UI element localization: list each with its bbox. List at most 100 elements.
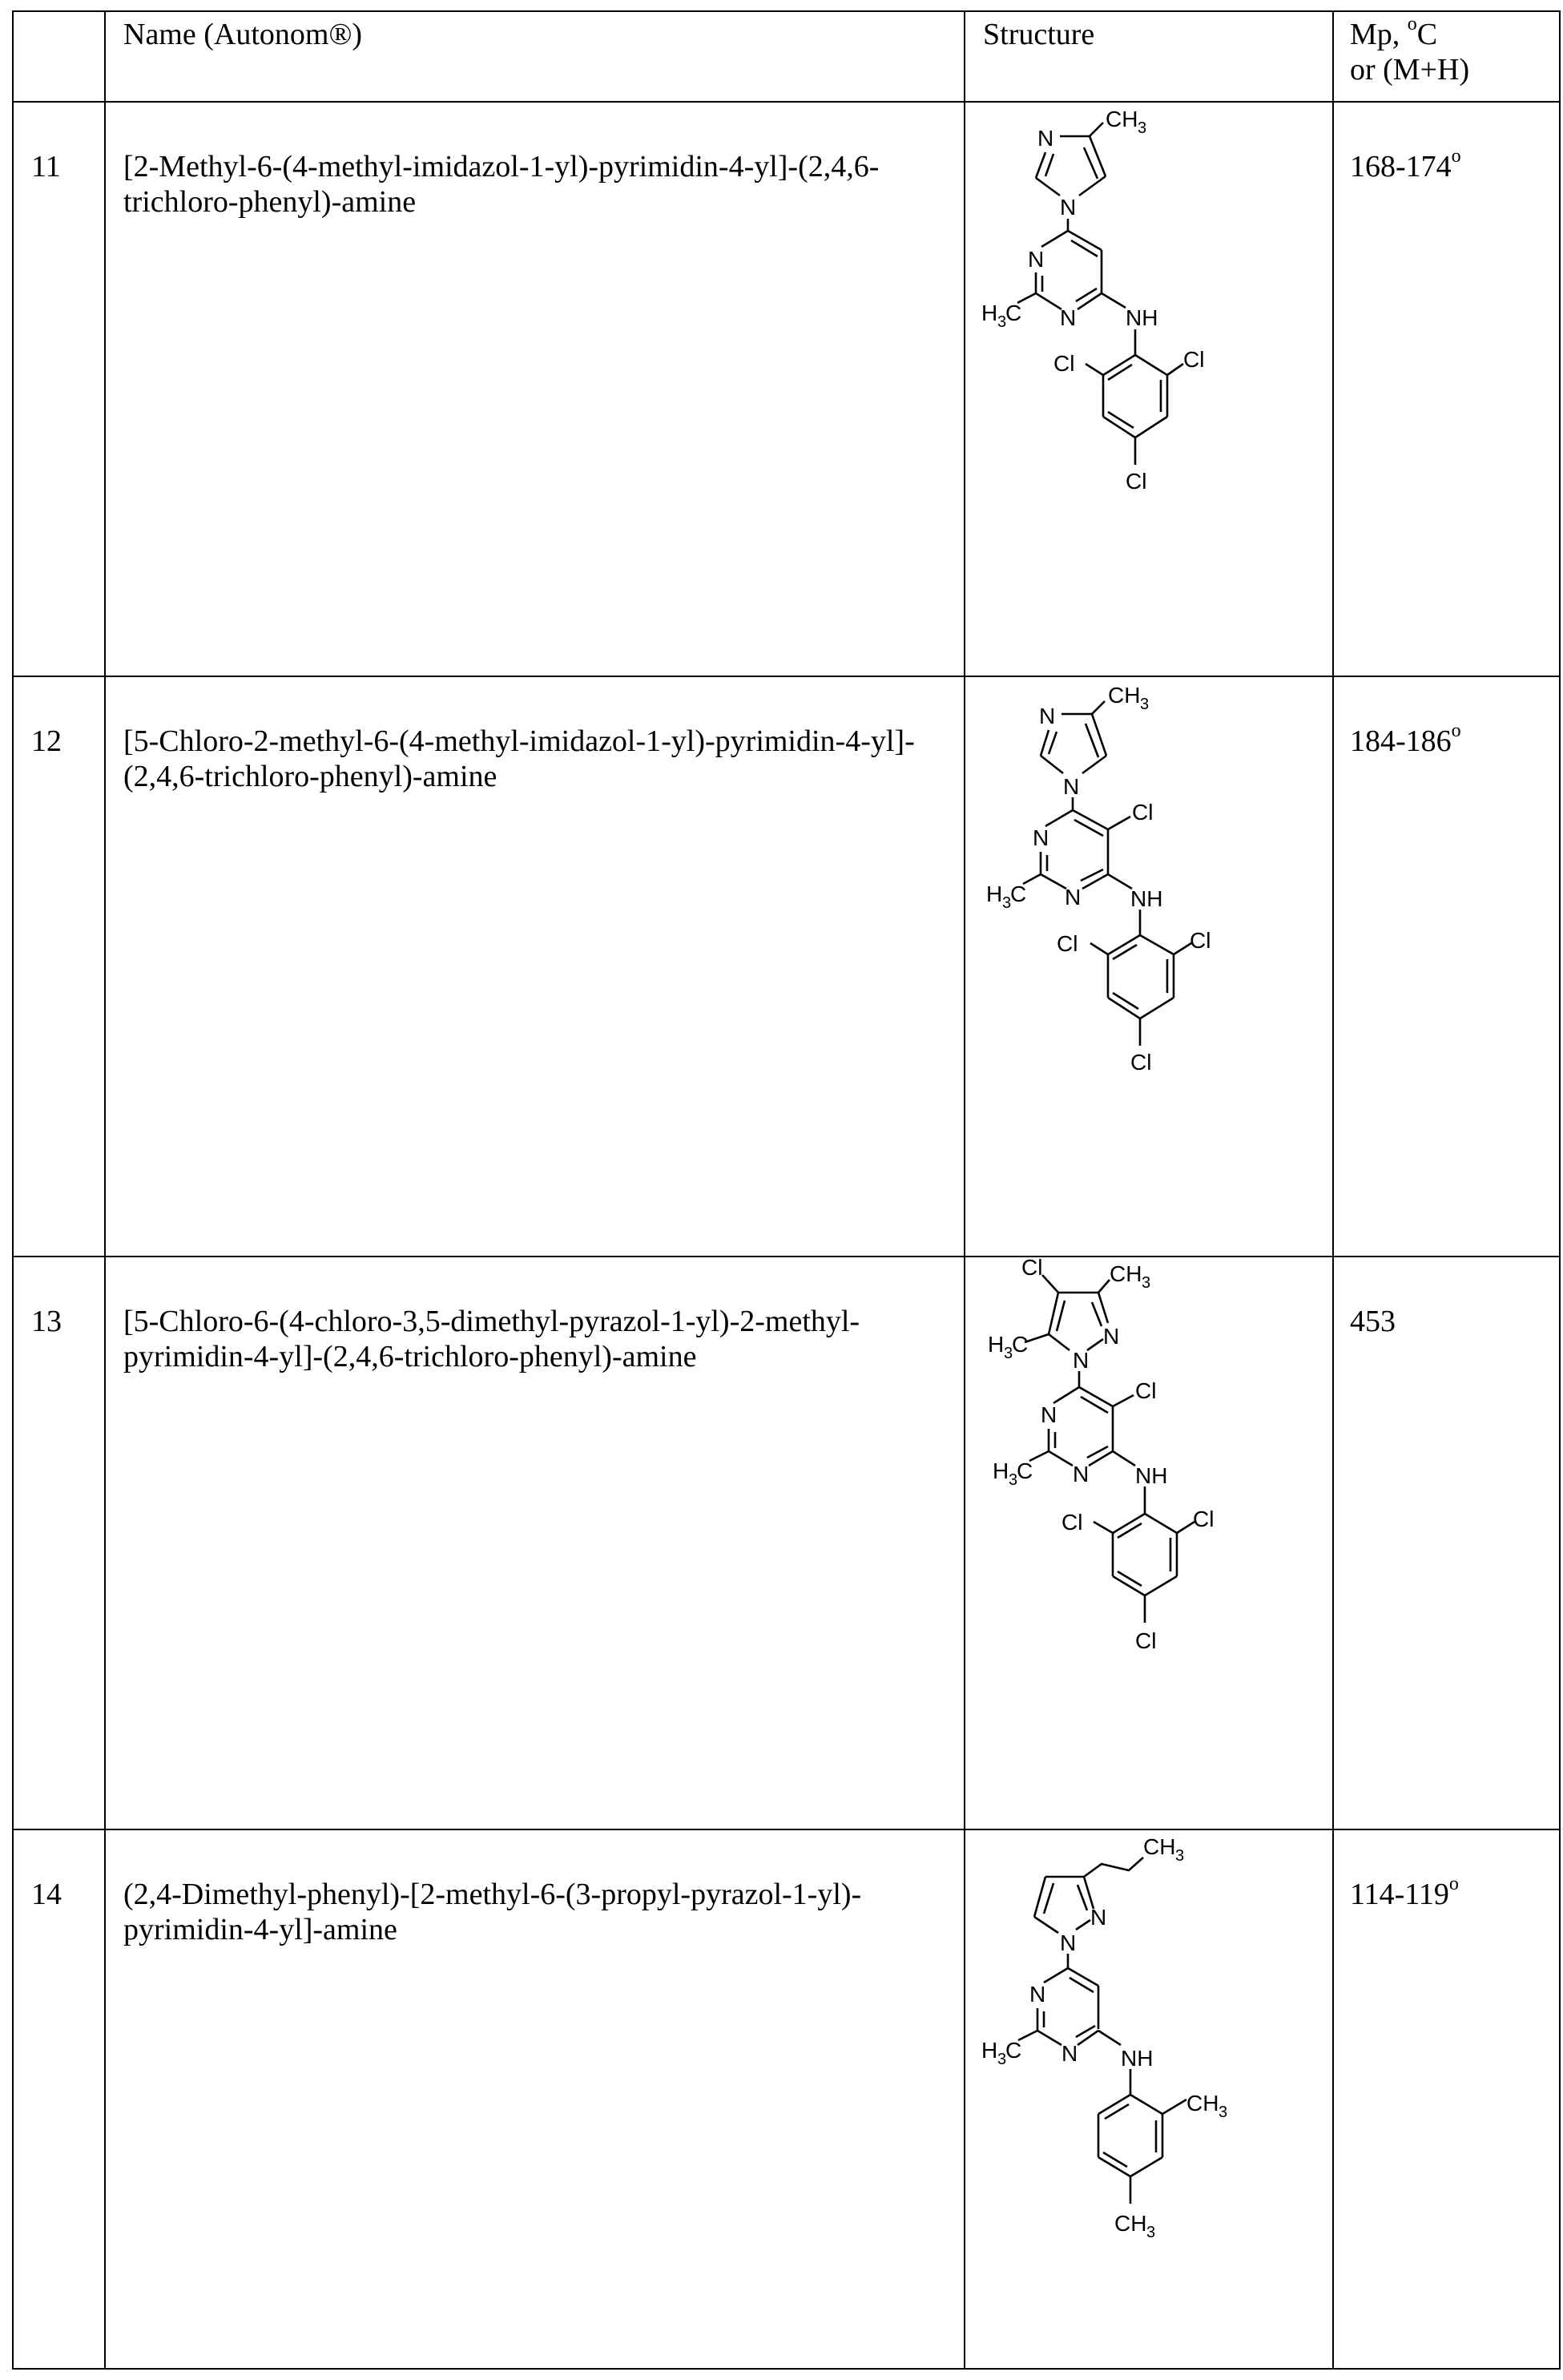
svg-text:Cl: Cl xyxy=(1193,1507,1214,1531)
svg-text:NH: NH xyxy=(1121,2046,1153,2071)
svg-text:C: C xyxy=(1005,2038,1021,2063)
header-number xyxy=(12,10,106,103)
svg-text:Cl: Cl xyxy=(1135,1378,1156,1403)
svg-text:3: 3 xyxy=(997,2051,1006,2068)
header-mp-unit: C xyxy=(1416,18,1438,51)
svg-text:H: H xyxy=(993,1458,1009,1483)
svg-text:Cl: Cl xyxy=(1135,1628,1156,1653)
svg-text:N: N xyxy=(1065,885,1081,910)
cell-name: (2,4-Dimethyl-phenyl)-[2-methyl-6-(3-pro… xyxy=(104,1829,965,2370)
svg-text:CH: CH xyxy=(1143,1834,1175,1859)
svg-text:Cl: Cl xyxy=(1130,1050,1151,1075)
mp-value: 168-174 xyxy=(1350,150,1452,184)
svg-text:3: 3 xyxy=(1219,2104,1227,2121)
svg-text:N: N xyxy=(1063,774,1079,799)
svg-text:N: N xyxy=(1033,825,1049,850)
svg-text:N: N xyxy=(1060,195,1076,220)
svg-text:Cl: Cl xyxy=(1126,469,1146,494)
table-header-row: Name (Autonom®) Structure Mp, oC or (M+H… xyxy=(12,10,1561,103)
svg-text:C: C xyxy=(1005,301,1021,325)
svg-text:N: N xyxy=(1028,247,1044,272)
svg-text:N: N xyxy=(1029,1982,1045,2007)
compound-table: Name (Autonom®) Structure Mp, oC or (M+H… xyxy=(12,10,1561,2370)
svg-text:H: H xyxy=(988,1332,1004,1357)
svg-text:NH: NH xyxy=(1135,1463,1167,1488)
svg-text:NH: NH xyxy=(1126,305,1158,330)
svg-text:Cl: Cl xyxy=(1061,1510,1082,1535)
header-structure: Structure xyxy=(964,10,1334,103)
mp-value: 114-119 xyxy=(1350,1878,1449,1911)
cell-mp: 184-186o xyxy=(1332,676,1561,1257)
cell-number: 11 xyxy=(12,101,106,677)
cell-number: 14 xyxy=(12,1829,106,2370)
cell-name: [2-Methyl-6-(4-methyl-imidazol-1-yl)-pyr… xyxy=(104,101,965,677)
table-row: 11 [2-Methyl-6-(4-methyl-imidazol-1-yl)-… xyxy=(12,101,1561,677)
svg-text:H: H xyxy=(981,301,997,325)
svg-text:CH: CH xyxy=(1108,683,1140,708)
svg-text:Cl: Cl xyxy=(1132,800,1153,825)
svg-text:Cl: Cl xyxy=(1021,1257,1042,1280)
svg-text:3: 3 xyxy=(1138,119,1146,137)
svg-text:Cl: Cl xyxy=(1190,928,1211,953)
svg-text:N: N xyxy=(1061,2041,1078,2066)
cell-mp: 168-174o xyxy=(1332,101,1561,677)
svg-text:CH: CH xyxy=(1110,1261,1142,1286)
svg-text:3: 3 xyxy=(1142,1274,1150,1292)
svg-text:C: C xyxy=(1017,1458,1033,1483)
svg-text:N: N xyxy=(1073,1348,1089,1373)
svg-text:CH: CH xyxy=(1114,2211,1146,2236)
degree-symbol: o xyxy=(1448,1874,1459,1895)
svg-text:Cl: Cl xyxy=(1057,931,1078,956)
svg-text:C: C xyxy=(1012,1332,1028,1357)
cell-number: 13 xyxy=(12,1256,106,1830)
svg-text:CH: CH xyxy=(1106,107,1138,131)
degree-symbol: o xyxy=(1407,14,1417,35)
svg-text:H: H xyxy=(981,2038,997,2063)
svg-text:3: 3 xyxy=(1009,1471,1017,1489)
table-row: 12 [5-Chloro-2-methyl-6-(4-methyl-imidaz… xyxy=(12,676,1561,1257)
svg-text:3: 3 xyxy=(1004,1345,1013,1362)
svg-text:C: C xyxy=(1010,881,1026,906)
svg-text:3: 3 xyxy=(1175,1847,1184,1865)
svg-text:Cl: Cl xyxy=(1053,351,1074,376)
mp-value: 184-186 xyxy=(1350,724,1452,758)
cell-number: 12 xyxy=(12,676,106,1257)
mp-value: 453 xyxy=(1350,1305,1396,1338)
svg-text:NH: NH xyxy=(1130,886,1162,911)
svg-text:3: 3 xyxy=(997,313,1006,331)
svg-text:3: 3 xyxy=(1002,894,1011,912)
degree-symbol: o xyxy=(1451,720,1461,742)
table-row: 14 (2,4-Dimethyl-phenyl)-[2-methyl-6-(3-… xyxy=(12,1829,1561,2370)
cell-mp: 114-119o xyxy=(1332,1829,1561,2370)
table-row: 13 [5-Chloro-6-(4-chloro-3,5-dimethyl-py… xyxy=(12,1256,1561,1830)
svg-text:H: H xyxy=(986,881,1002,906)
degree-symbol: o xyxy=(1451,146,1461,167)
svg-text:N: N xyxy=(1037,126,1053,151)
svg-text:3: 3 xyxy=(1140,696,1149,713)
svg-text:CH: CH xyxy=(1186,2091,1219,2116)
svg-text:N: N xyxy=(1090,1905,1106,1930)
header-name: Name (Autonom®) xyxy=(104,10,965,103)
header-mp-line2: or (M+H) xyxy=(1350,53,1470,87)
header-structure-label: Structure xyxy=(983,18,1095,51)
cell-name: [5-Chloro-6-(4-chloro-3,5-dimethyl-pyraz… xyxy=(104,1256,965,1830)
svg-text:N: N xyxy=(1073,1462,1089,1486)
svg-text:N: N xyxy=(1060,1930,1076,1955)
header-mp: Mp, oC or (M+H) xyxy=(1332,10,1561,103)
cell-name: [5-Chloro-2-methyl-6-(4-methyl-imidazol-… xyxy=(104,676,965,1257)
header-mp-prefix: Mp, xyxy=(1350,18,1408,51)
header-name-label: Name (Autonom®) xyxy=(123,18,362,51)
svg-text:N: N xyxy=(1041,1402,1057,1427)
svg-text:N: N xyxy=(1039,704,1055,728)
svg-text:3: 3 xyxy=(1146,2224,1155,2241)
svg-text:N: N xyxy=(1060,305,1076,330)
svg-text:N: N xyxy=(1103,1324,1119,1349)
